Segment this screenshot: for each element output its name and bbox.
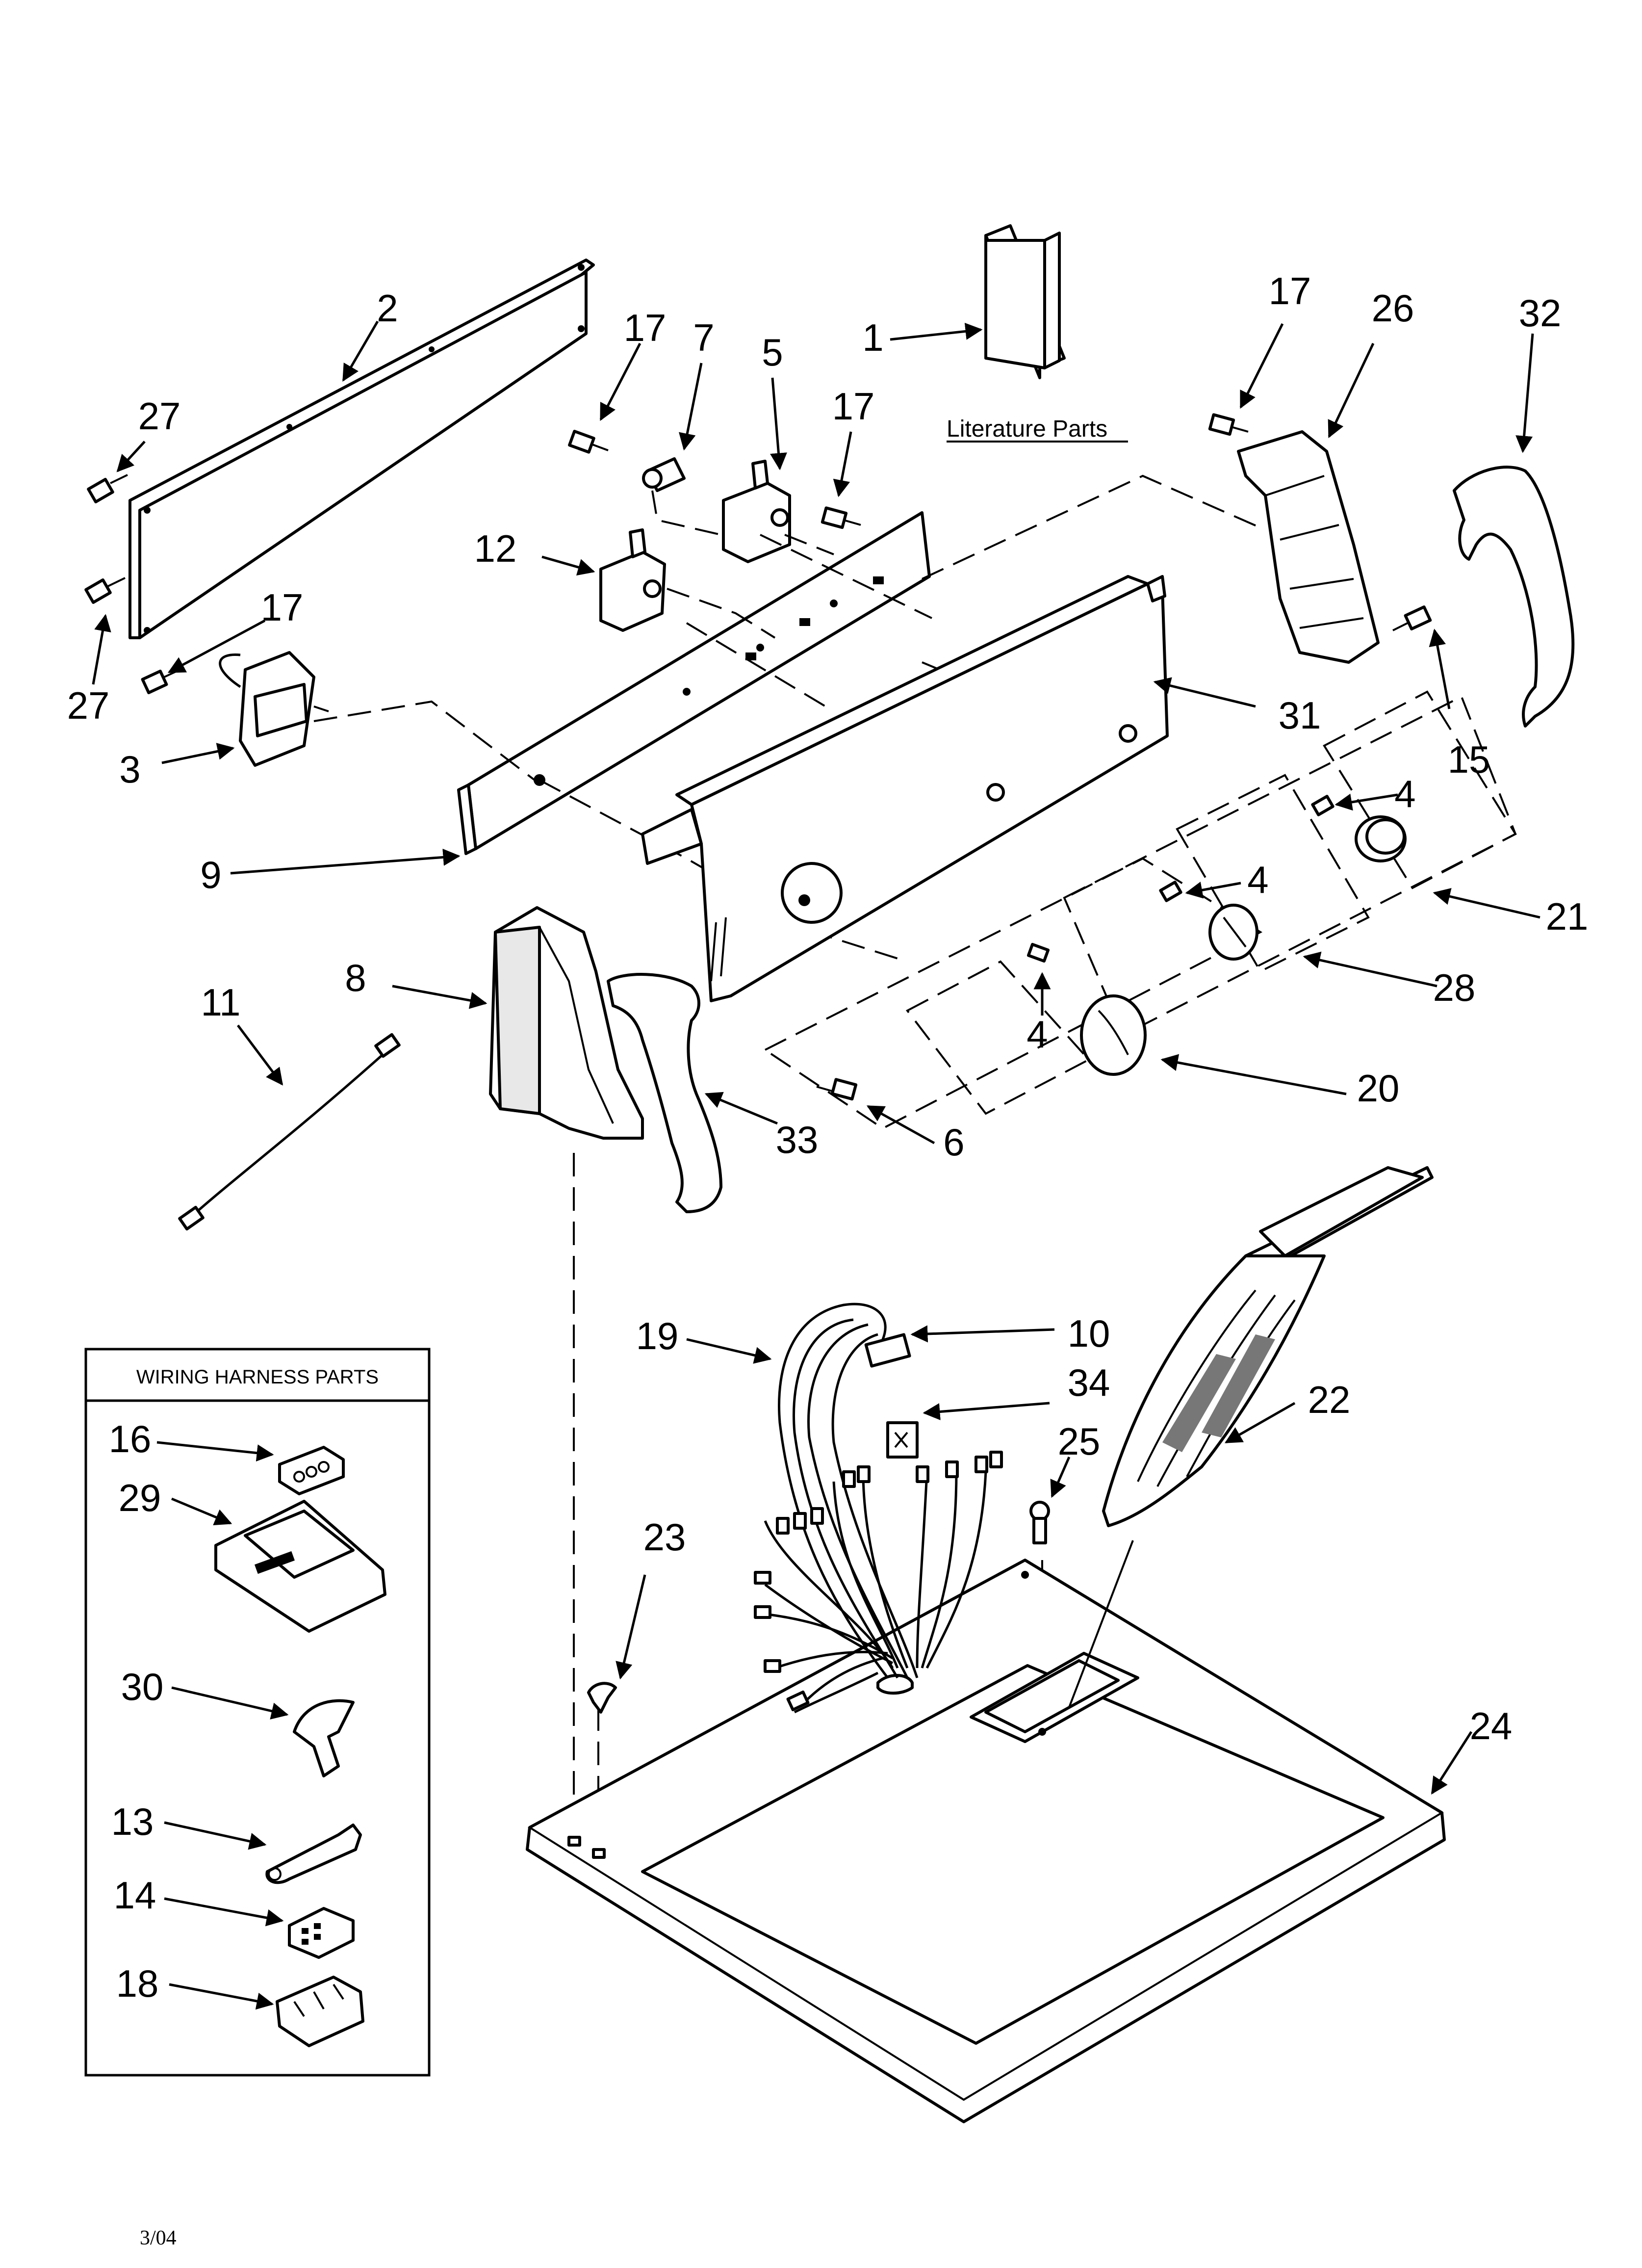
callout-26: 26 bbox=[1372, 287, 1414, 330]
knob-large bbox=[1080, 994, 1147, 1076]
callout-29: 29 bbox=[119, 1476, 161, 1519]
wiring-panel-title: WIRING HARNESS PARTS bbox=[136, 1366, 379, 1388]
connector-34 bbox=[886, 1421, 919, 1459]
callout-17b: 17 bbox=[832, 385, 875, 428]
callout-11: 11 bbox=[201, 981, 241, 1024]
callout-18: 18 bbox=[116, 1962, 159, 2005]
switch-12 bbox=[599, 528, 666, 632]
callout-3: 3 bbox=[119, 748, 140, 791]
callout-2: 2 bbox=[377, 287, 398, 330]
callout-33: 33 bbox=[776, 1118, 819, 1161]
timer-switch bbox=[219, 651, 329, 767]
back-panel-top bbox=[128, 259, 595, 639]
callout-12: 12 bbox=[474, 527, 517, 570]
screw-17-mid-left bbox=[568, 430, 609, 454]
callout-17a: 17 bbox=[624, 306, 667, 349]
callout-15: 15 bbox=[1448, 738, 1490, 781]
knob-right bbox=[1355, 815, 1407, 862]
screw-17-right bbox=[1208, 413, 1249, 436]
callout-10: 10 bbox=[1068, 1312, 1110, 1355]
callout-4a: 4 bbox=[1394, 772, 1415, 815]
screw-15 bbox=[1392, 605, 1432, 631]
literature-book bbox=[984, 224, 1066, 379]
connector-16 bbox=[278, 1446, 345, 1495]
callout-32: 32 bbox=[1519, 291, 1562, 335]
callout-22: 22 bbox=[1308, 1378, 1351, 1421]
callout-1: 1 bbox=[862, 316, 883, 359]
connector-18 bbox=[276, 1976, 364, 2047]
clip-23 bbox=[587, 1682, 617, 1714]
screw-17-mid-right bbox=[821, 506, 861, 529]
terminal-13 bbox=[265, 1824, 362, 1884]
callout-14: 14 bbox=[114, 1874, 156, 1917]
screw-27-top bbox=[87, 474, 128, 503]
screw-27-bottom bbox=[84, 577, 126, 604]
connector-29 bbox=[214, 1500, 386, 1633]
console-body bbox=[641, 575, 1169, 1002]
clip-4-middle bbox=[1159, 881, 1182, 902]
callout-4b: 4 bbox=[1247, 858, 1268, 901]
callout-27a: 27 bbox=[138, 394, 181, 438]
callout-21: 21 bbox=[1546, 895, 1589, 938]
lint-screen bbox=[1102, 1166, 1434, 1527]
callout-23: 23 bbox=[643, 1515, 686, 1559]
clip-4-left bbox=[1026, 942, 1050, 963]
wiring-harness-parts-panel bbox=[84, 1348, 431, 2077]
callout-27b: 27 bbox=[67, 684, 110, 727]
callout-9: 9 bbox=[200, 853, 221, 896]
callout-28: 28 bbox=[1433, 966, 1476, 1009]
wiring-harness bbox=[754, 1303, 1003, 1714]
literature-label: Literature Parts bbox=[947, 416, 1107, 442]
connector-14 bbox=[288, 1907, 355, 1959]
callout-17d: 17 bbox=[261, 586, 304, 629]
callout-7: 7 bbox=[693, 316, 714, 359]
callout-24: 24 bbox=[1470, 1704, 1513, 1747]
left-endcap bbox=[489, 906, 644, 1140]
callout-4c: 4 bbox=[1026, 1013, 1048, 1056]
callout-8: 8 bbox=[345, 956, 366, 999]
clip-30 bbox=[293, 1699, 355, 1777]
callout-5: 5 bbox=[762, 331, 783, 374]
knob-middle bbox=[1208, 904, 1258, 961]
right-end-trim bbox=[1453, 466, 1575, 728]
callout-6: 6 bbox=[943, 1121, 964, 1164]
dryer-top bbox=[526, 1559, 1446, 2123]
switch-5 bbox=[722, 460, 791, 563]
callout-19: 19 bbox=[636, 1314, 679, 1357]
switch-7 bbox=[642, 457, 686, 492]
callout-17c: 17 bbox=[1269, 269, 1311, 313]
callout-20: 20 bbox=[1357, 1067, 1400, 1110]
left-end-trim bbox=[607, 973, 722, 1213]
jumper-wire bbox=[178, 1033, 401, 1231]
callout-30: 30 bbox=[121, 1665, 164, 1708]
screw-25 bbox=[1029, 1501, 1050, 1544]
screw-17-left bbox=[141, 669, 180, 695]
callout-34: 34 bbox=[1068, 1361, 1110, 1404]
callout-16: 16 bbox=[109, 1417, 152, 1460]
callout-13: 13 bbox=[111, 1800, 154, 1843]
right-endcap bbox=[1237, 430, 1380, 664]
screw-6 bbox=[816, 1078, 858, 1101]
clip-4-right bbox=[1311, 795, 1334, 816]
callout-31: 31 bbox=[1279, 694, 1321, 737]
callout-25: 25 bbox=[1058, 1420, 1101, 1463]
revision-date: 3/04 bbox=[140, 2227, 177, 2249]
